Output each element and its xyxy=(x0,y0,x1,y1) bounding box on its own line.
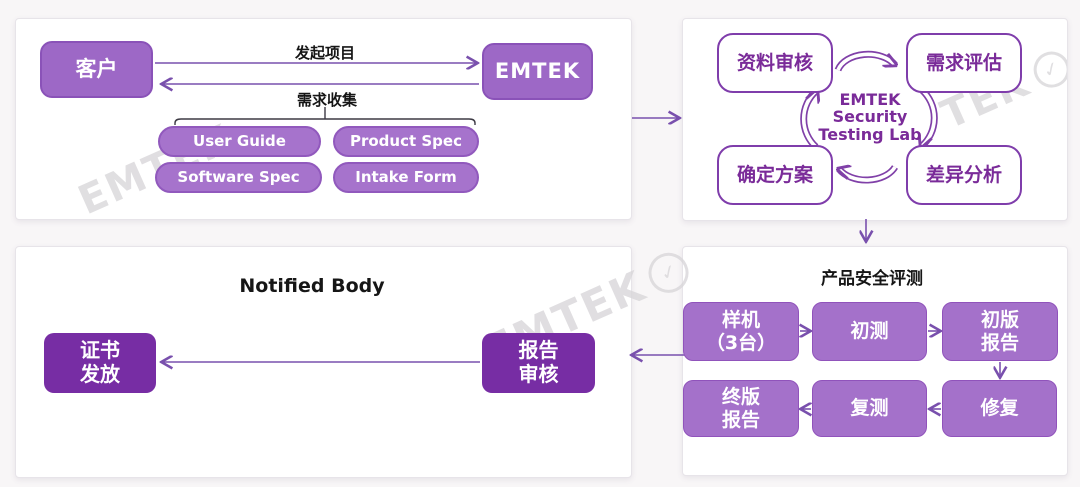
doc-label: Intake Form xyxy=(355,167,457,186)
step-label: 需求评估 xyxy=(925,51,1002,74)
node-report-review: 报告 审核 xyxy=(482,333,595,393)
node-label-line: 发放 xyxy=(80,362,120,386)
node-retest: 复测 xyxy=(812,380,927,437)
step-label: 确定方案 xyxy=(736,163,813,186)
node-sample-units: 样机 （3台） xyxy=(683,302,799,361)
panel-product-testing xyxy=(682,246,1068,476)
doc-software-spec: Software Spec xyxy=(155,162,322,193)
step-document-review: 资料审核 xyxy=(717,33,833,93)
node-label-line: 终版 xyxy=(721,386,760,409)
lab-title-line: EMTEK xyxy=(839,90,901,109)
step-gap-analysis: 差异分析 xyxy=(906,145,1022,205)
doc-intake-form: Intake Form xyxy=(333,162,479,193)
node-label-line: 报告 xyxy=(980,331,1019,354)
label-collect-requirements: 需求收集 xyxy=(296,91,357,109)
node-label-line: 报告 xyxy=(721,408,760,431)
node-label: 客户 xyxy=(75,57,118,82)
node-fix: 修复 xyxy=(942,380,1057,437)
node-label-line: 报告 xyxy=(518,338,559,363)
step-requirement-assessment: 需求评估 xyxy=(906,33,1022,93)
testing-panel-title: 产品安全评测 xyxy=(821,269,923,289)
lab-title-line: Testing Lab xyxy=(818,124,922,144)
watermark-logo-icon: ✓ xyxy=(1027,45,1067,94)
node-label-line: 审核 xyxy=(518,362,559,386)
node-label: EMTEK xyxy=(494,59,581,84)
node-label-line: 证书 xyxy=(80,338,120,363)
node-label-line: （3台） xyxy=(705,331,777,354)
doc-label: Product Spec xyxy=(349,131,462,150)
doc-product-spec: Product Spec xyxy=(333,126,479,157)
step-label: 差异分析 xyxy=(925,163,1002,186)
node-label: 初测 xyxy=(850,320,889,343)
node-label: 复测 xyxy=(850,397,889,420)
node-certificate-issue: 证书 发放 xyxy=(44,333,156,393)
node-initial-test: 初测 xyxy=(812,302,927,361)
node-label: 修复 xyxy=(980,397,1019,420)
doc-user-guide: User Guide xyxy=(158,126,321,157)
node-label-line: 初版 xyxy=(980,309,1019,332)
notified-body-title: Notified Body xyxy=(239,275,385,297)
lab-title-line: Security xyxy=(832,107,908,127)
node-initial-report: 初版 报告 xyxy=(942,302,1058,361)
step-confirm-plan: 确定方案 xyxy=(717,145,833,205)
node-customer: 客户 xyxy=(40,41,153,98)
doc-label: User Guide xyxy=(193,131,286,150)
node-final-report: 终版 报告 xyxy=(683,380,799,437)
lab-center-title: EMTEK Security Testing Lab xyxy=(790,91,950,143)
label-initiate-project: 发起项目 xyxy=(294,44,355,62)
step-label: 资料审核 xyxy=(736,51,813,74)
node-emtek: EMTEK xyxy=(482,43,593,100)
node-label-line: 样机 xyxy=(721,309,760,332)
doc-label: Software Spec xyxy=(177,167,300,186)
